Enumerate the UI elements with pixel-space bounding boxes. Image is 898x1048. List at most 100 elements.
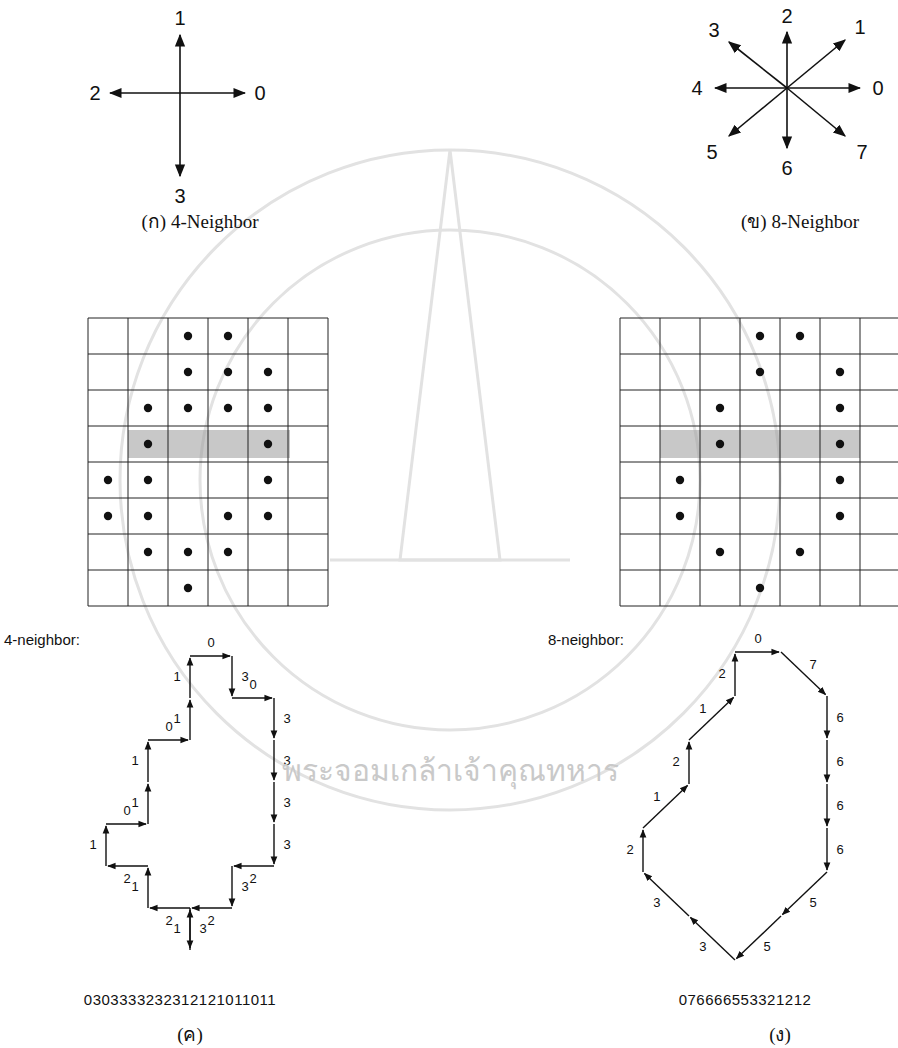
panel-heading: 8-neighbor: xyxy=(548,632,624,649)
pixel-dot xyxy=(144,404,152,412)
chain-segment xyxy=(148,739,188,740)
chain-step-number: 5 xyxy=(764,940,771,954)
pixel-dot xyxy=(796,548,804,556)
chain-step-number: 2 xyxy=(207,914,214,928)
direction-number: 3 xyxy=(174,185,185,207)
chain-segment xyxy=(644,873,689,916)
grid-line xyxy=(620,318,898,319)
chain-segment xyxy=(734,654,735,696)
right-pixel-grid xyxy=(620,318,898,606)
pixel-dot xyxy=(144,512,152,520)
chain-step-number: 1 xyxy=(173,922,180,936)
chain-step-number: 6 xyxy=(836,799,843,813)
pixel-dot xyxy=(716,440,724,448)
grid-line xyxy=(88,318,328,319)
eight-neighbor-arrows xyxy=(715,32,860,148)
chain-segment xyxy=(782,872,827,915)
chain-step-number: 3 xyxy=(241,670,248,684)
chain-step-number: 1 xyxy=(131,796,138,810)
chain-segment xyxy=(735,651,779,652)
pixel-dot xyxy=(836,404,844,412)
chain-segment xyxy=(273,740,274,780)
grid-line xyxy=(88,354,328,355)
shaded-row xyxy=(660,430,860,458)
pixel-dot xyxy=(224,404,232,412)
chain-step-number: 3 xyxy=(199,922,206,936)
pixel-dot xyxy=(104,476,112,484)
pixel-dot xyxy=(756,332,764,340)
figure-caption: (ง) xyxy=(769,1025,791,1046)
pixel-dot xyxy=(184,584,192,592)
pixel-dot xyxy=(836,440,844,448)
panel-heading: 4-neighbor: xyxy=(4,632,80,649)
chain-step-number: 1 xyxy=(89,838,96,852)
watermark-emblem xyxy=(120,150,780,810)
chain-segment xyxy=(192,907,232,908)
chain-step-number: 3 xyxy=(283,712,290,726)
pixel-dot xyxy=(264,404,272,412)
chain-step-number: 6 xyxy=(836,711,843,725)
pixel-dot xyxy=(104,512,112,520)
chain-step-number: 2 xyxy=(165,914,172,928)
chain-segment xyxy=(688,742,689,784)
direction-number: 6 xyxy=(781,157,792,179)
chain-segment xyxy=(232,697,272,698)
chain-segment xyxy=(273,782,274,822)
chain-step-number: 2 xyxy=(672,755,679,769)
direction-number: 0 xyxy=(872,77,883,99)
chain-step-number: 0 xyxy=(165,720,172,734)
chain-segment xyxy=(147,742,148,782)
grid-line xyxy=(620,390,898,391)
chain-segment xyxy=(231,866,232,906)
chain-segment xyxy=(826,696,827,738)
grid-line xyxy=(620,426,898,427)
chain-segment xyxy=(108,865,148,866)
chain-segment xyxy=(689,697,734,740)
pixel-dot xyxy=(836,476,844,484)
grid-line xyxy=(620,354,898,355)
chain-segment xyxy=(826,740,827,782)
shaded-row xyxy=(128,430,290,458)
grid-line xyxy=(88,498,328,499)
chain-segment xyxy=(736,916,781,959)
chain-segment xyxy=(147,784,148,824)
figure-caption: (ก) 4-Neighbor xyxy=(142,212,259,233)
grid-line xyxy=(620,606,898,607)
pixel-dot xyxy=(264,476,272,484)
grid-line xyxy=(620,534,898,535)
grid-line xyxy=(88,534,328,535)
chain-segment xyxy=(690,917,735,960)
chain-step-number: 1 xyxy=(131,754,138,768)
chain-segment xyxy=(147,868,148,908)
chain-step-number: 3 xyxy=(283,796,290,810)
pixel-dot xyxy=(184,404,192,412)
chain-step-number: 3 xyxy=(699,940,706,954)
pixel-dot xyxy=(184,368,192,376)
chain-step-number: 5 xyxy=(810,896,817,910)
chain-step-number: 2 xyxy=(718,667,725,681)
direction-number: 2 xyxy=(781,5,792,27)
chain-step-number: 0 xyxy=(754,632,761,646)
grid-line xyxy=(88,606,328,607)
figure-caption: (ค) xyxy=(177,1025,203,1046)
chain-step-number: 2 xyxy=(123,872,130,886)
chain-step-number: 7 xyxy=(810,658,817,672)
chain-step-number: 3 xyxy=(241,880,248,894)
pixel-dot xyxy=(716,404,724,412)
chain-step-number: 0 xyxy=(249,678,256,692)
chain-step-number: 2 xyxy=(626,843,633,857)
chain-step-number: 3 xyxy=(653,896,660,910)
grid-line xyxy=(620,462,898,463)
chain-code-string: 076666553321212 xyxy=(679,992,812,1009)
chain-segment xyxy=(273,824,274,864)
pixel-dot xyxy=(224,332,232,340)
pixel-dot xyxy=(224,512,232,520)
grid-line xyxy=(88,570,328,571)
four-neighbor-arrows xyxy=(110,35,245,176)
chain-segment xyxy=(189,700,190,740)
direction-number: 1 xyxy=(854,16,865,38)
direction-number: 3 xyxy=(708,19,719,41)
chain-step-number: 1 xyxy=(173,712,180,726)
chain-segment xyxy=(826,828,827,870)
figure-caption: (ข) 8-Neighbor xyxy=(741,212,859,233)
